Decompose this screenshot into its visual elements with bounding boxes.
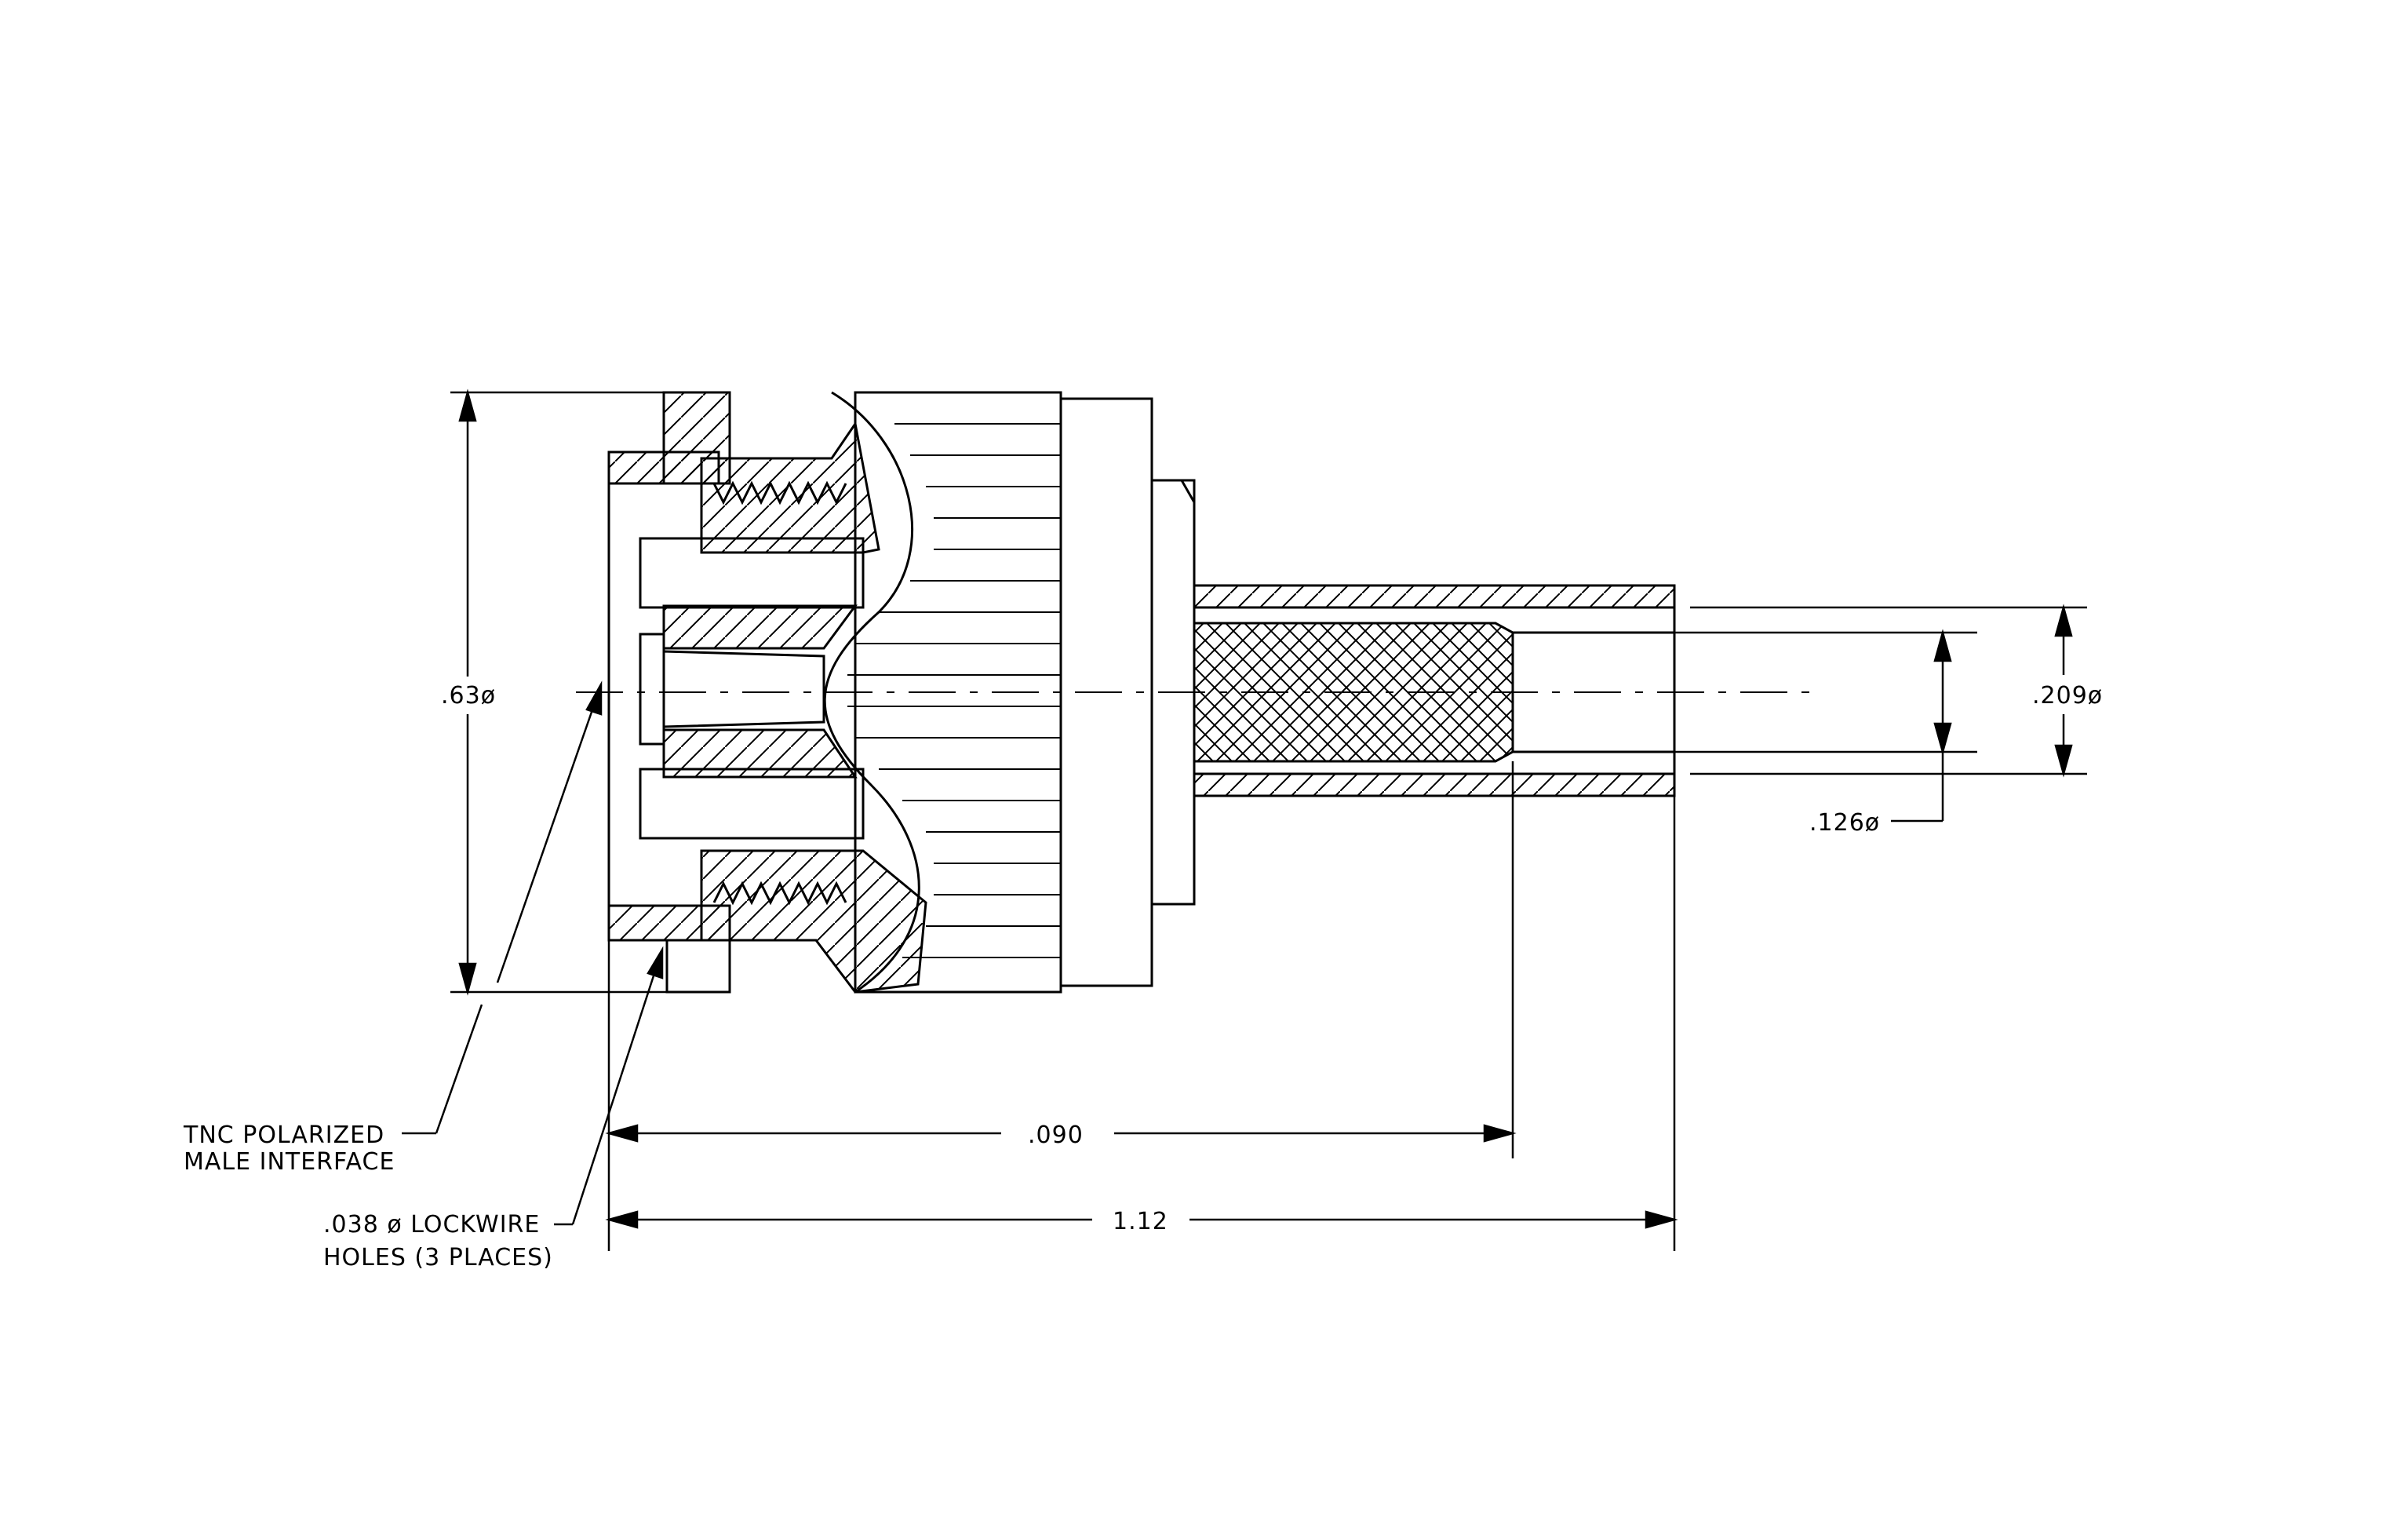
callout-interface-line1: TNC POLARIZED <box>183 1122 384 1149</box>
thread-teeth-bottom <box>712 881 847 906</box>
ferrule-wall-top <box>1193 584 1676 609</box>
back-chamfer <box>1180 480 1196 503</box>
dim-inner-length: .090 <box>1028 1122 1084 1149</box>
ferrule-wall-bottom <box>1193 772 1676 797</box>
dim-outer-ferrule-diameter: .209ø <box>2032 682 2103 709</box>
pin-lower-slot <box>639 768 865 840</box>
knurl-lines <box>847 423 1061 958</box>
dim-overall-length: 1.12 <box>1113 1208 1168 1235</box>
center-contact-lower <box>662 728 858 779</box>
dim-inner-ferrule-diameter: .126ø <box>1809 809 1880 837</box>
callout-lockwire-line1: .038 ø LOCKWIRE <box>323 1211 540 1238</box>
thread-teeth-top <box>712 480 847 505</box>
break-line <box>823 391 920 994</box>
contact-tip <box>662 650 825 728</box>
callout-lockwire-line2: HOLES (3 PLACES) <box>323 1244 553 1271</box>
flange-bottom-tab <box>665 939 731 994</box>
center-contact-upper <box>662 604 858 650</box>
dimension-lines <box>402 388 2087 1251</box>
callout-interface-line2: MALE INTERFACE <box>184 1148 395 1176</box>
connector-body <box>607 391 1676 994</box>
coupling-thread-top <box>700 421 880 554</box>
contact-socket <box>639 633 665 746</box>
dim-overall-diameter: .63ø <box>441 682 496 709</box>
coupling-thread-bottom <box>700 849 927 994</box>
